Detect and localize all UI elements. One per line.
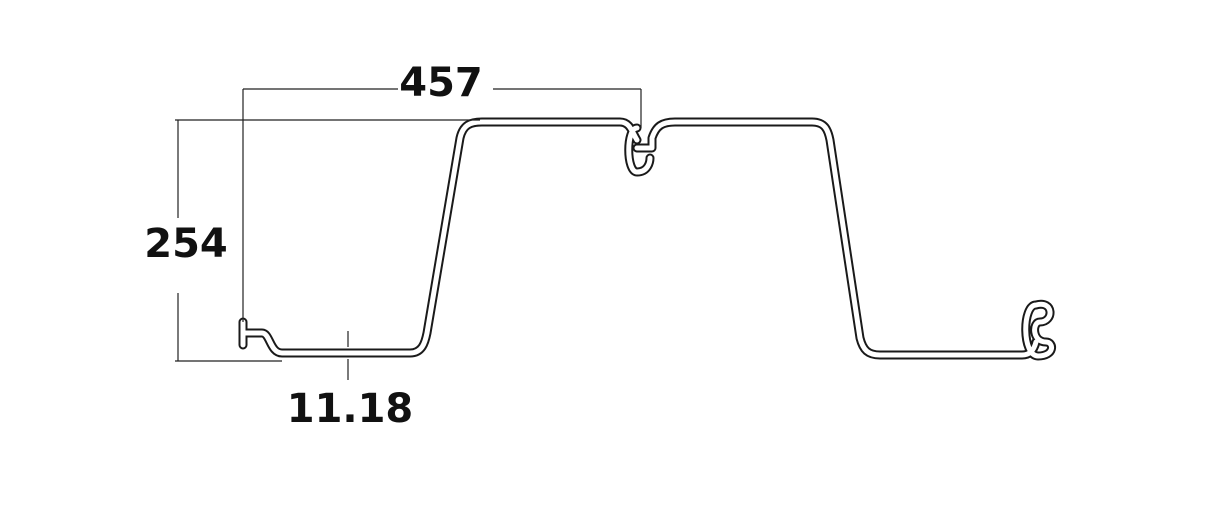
height-dimension: 254 bbox=[144, 119, 480, 362]
profile-inner-highlight bbox=[240, 119, 1054, 359]
thickness-dimension: 11.18 bbox=[287, 331, 414, 432]
profile-outline bbox=[238, 117, 1056, 361]
width-dimension: 457 bbox=[242, 60, 642, 322]
height-label: 254 bbox=[144, 221, 228, 267]
sheet-pile-profile bbox=[238, 117, 1056, 361]
width-label: 457 bbox=[399, 60, 483, 106]
thickness-label: 11.18 bbox=[287, 386, 414, 432]
